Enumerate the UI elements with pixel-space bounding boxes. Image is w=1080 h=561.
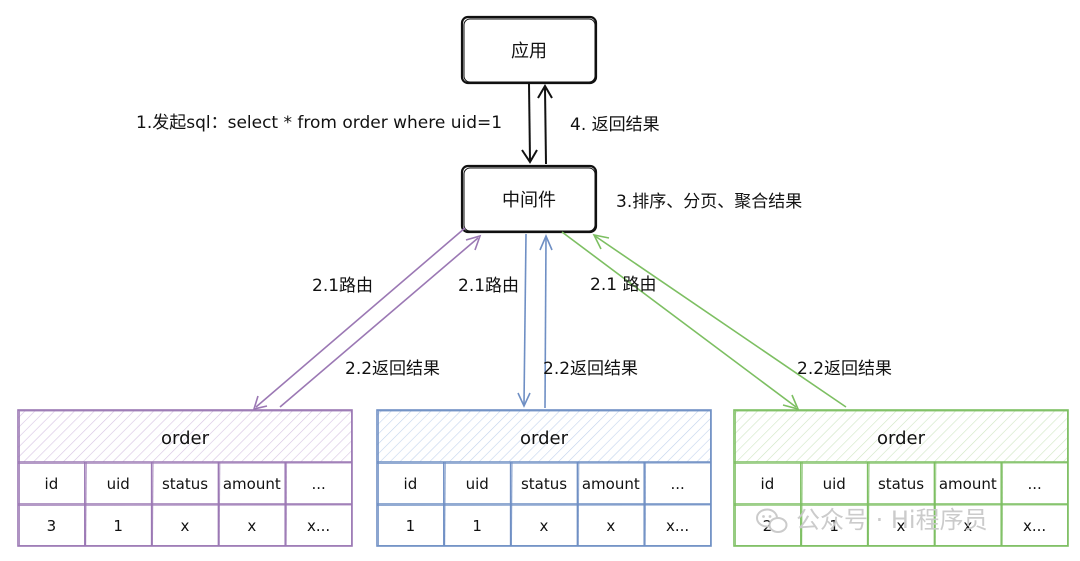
return-mid-label: 2.2返回结果 (543, 359, 638, 379)
table-data-cell: x (247, 517, 256, 535)
table-data-cell: 3 (47, 517, 57, 535)
table-header-cell: uid (823, 475, 846, 493)
middleware-node-label: 中间件 (502, 190, 556, 211)
result-return-arrow (537, 84, 553, 165)
table-header-cell: status (878, 475, 924, 493)
return-mid-arrow (539, 233, 553, 409)
table-header-cell: id (45, 475, 59, 493)
table-header-cell: status (521, 475, 567, 493)
route-mid-arrow (517, 233, 531, 408)
table-header-cell: ... (670, 475, 684, 493)
table-data-cell: x (181, 517, 190, 535)
route-right-label: 2.1 路由 (590, 275, 656, 295)
table-header-cell: amount (939, 475, 997, 493)
table-data-cell: 1 (406, 517, 416, 535)
table-header-cell: amount (223, 475, 281, 493)
table-header-cell: uid (466, 475, 489, 493)
watermark-text: 公众号 · Hi程序员 (796, 506, 988, 534)
return-result-label: 4. 返回结果 (570, 115, 660, 135)
return-right-label: 2.2返回结果 (797, 359, 892, 379)
table-title: order (161, 428, 210, 449)
table-title: order (877, 428, 926, 449)
table-data-cell: x (540, 517, 549, 535)
table-data-cell: 1 (113, 517, 123, 535)
sql-request-arrow (521, 83, 538, 164)
tables-layer: order id uid status amount... 3 1 x x x... order id… (17, 409, 1069, 547)
wechat-icon (756, 508, 788, 533)
route-left-label: 2.1路由 (312, 276, 373, 296)
send-sql-label: 1.发起sql：select * from order where uid=1 (136, 113, 502, 133)
middleware-node: 中间件 (460, 164, 598, 234)
order-table: order id uid status amount... 1 1 x x x... (376, 409, 712, 547)
table-header-cell: id (761, 475, 775, 493)
order-table: order id uid status amount... 3 1 x x x... (17, 409, 353, 547)
route-mid-label: 2.1路由 (458, 276, 519, 296)
table-data-cell: x... (1023, 517, 1046, 535)
table-data-cell: x... (307, 517, 330, 535)
table-header-cell: uid (107, 475, 130, 493)
table-data-cell: x (897, 517, 906, 535)
app-node: 应用 (460, 15, 598, 85)
table-header-cell: status (162, 475, 208, 493)
table-data-cell: 1 (829, 517, 839, 535)
table-header-cell: id (404, 475, 418, 493)
sort-page-aggregate-label: 3.排序、分页、聚合结果 (616, 192, 802, 212)
route-right-arrow (561, 231, 800, 411)
table-header-cell: ... (1027, 475, 1041, 493)
table-data-cell: x... (666, 517, 689, 535)
app-node-label: 应用 (511, 41, 547, 62)
return-left-arrow (279, 234, 482, 408)
watermark: 公众号 · Hi程序员 (756, 506, 988, 534)
table-header-cell: amount (582, 475, 640, 493)
table-data-cell: x (606, 517, 615, 535)
return-left-label: 2.2返回结果 (345, 359, 440, 379)
table-data-cell: 1 (472, 517, 482, 535)
return-right-arrow (592, 233, 847, 408)
table-header-cell: ... (311, 475, 325, 493)
table-data-cell: x (963, 517, 972, 535)
route-left-arrow (252, 227, 466, 411)
table-title: order (520, 428, 569, 449)
